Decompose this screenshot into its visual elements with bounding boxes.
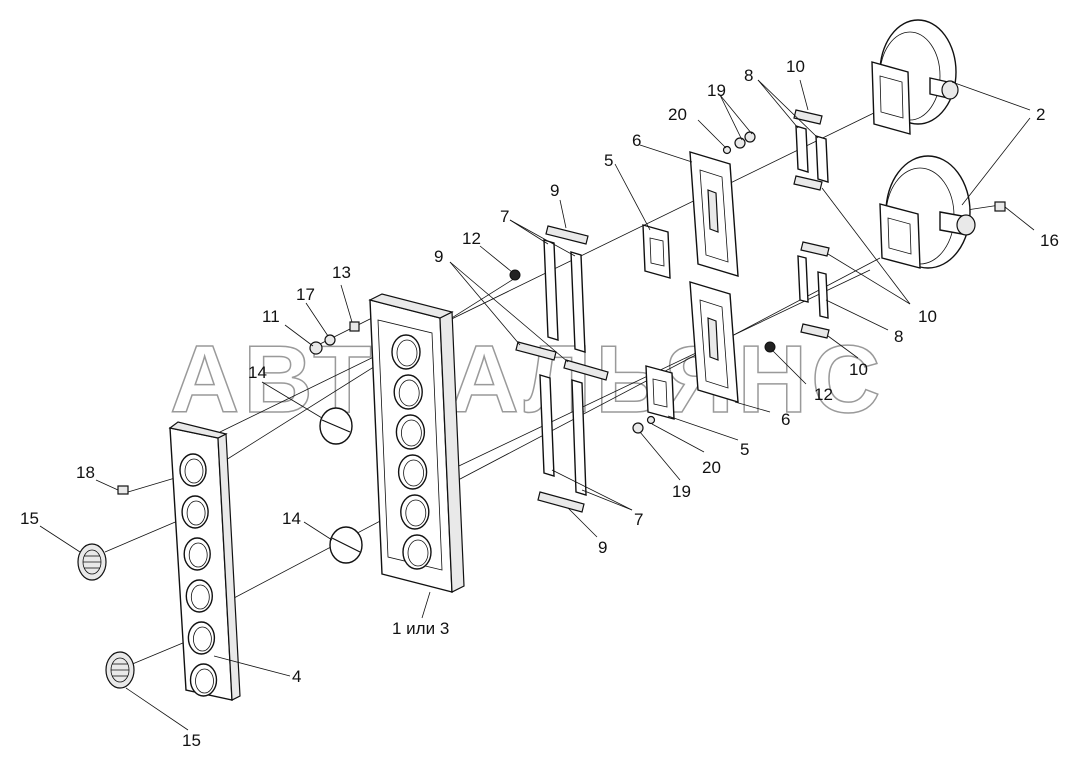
plate-opening-inner-3 xyxy=(400,419,422,447)
part-9-bar-lower xyxy=(537,491,585,513)
part-2-housing-lower xyxy=(879,155,976,269)
callout-10-lower: 10 xyxy=(849,360,868,379)
part-14-gasket-lower xyxy=(329,526,363,564)
part-18-screw xyxy=(117,485,129,495)
plate-opening-inner-2 xyxy=(398,379,420,407)
part-10-bars-lower xyxy=(800,241,830,339)
panel-4-opening-inner-6 xyxy=(195,668,214,694)
callout-5-lower: 5 xyxy=(740,440,749,459)
callout-9-upper: 9 xyxy=(550,181,559,200)
callout-14-lower: 14 xyxy=(282,509,301,528)
part-15-grille-upper xyxy=(77,543,107,581)
callout-9-middle: 9 xyxy=(434,247,443,266)
callout-6-lower: 6 xyxy=(781,410,790,429)
part-9-bar-upper xyxy=(545,225,589,245)
callout-2: 2 xyxy=(1036,105,1045,124)
part-2-housing-upper xyxy=(871,19,959,135)
callout-8-lower: 8 xyxy=(894,327,903,346)
part-16-screw xyxy=(994,201,1006,212)
part-19-nut-upper xyxy=(734,131,756,149)
callout-14-upper: 14 xyxy=(248,363,267,382)
part-8-strips-lower xyxy=(797,255,829,319)
part-5-bracket-lower xyxy=(645,365,675,420)
watermark-text: АВТОАЛЬЯНС xyxy=(170,326,884,433)
callout-9-lower: 9 xyxy=(598,538,607,557)
callout-15-upper: 15 xyxy=(20,509,39,528)
panel-4-opening-inner-3 xyxy=(188,542,208,568)
part-19-nut-lower xyxy=(632,422,644,434)
callout-12-upper: 12 xyxy=(462,229,481,248)
callout-17: 17 xyxy=(296,285,315,304)
callout-18: 18 xyxy=(76,463,95,482)
part-1-or-3-mounting-plate xyxy=(368,293,465,593)
part-12-nut-lower xyxy=(764,341,776,353)
callout-10-middle: 10 xyxy=(918,307,937,326)
part-7-strips-upper xyxy=(543,239,586,353)
plate-opening-inner-1 xyxy=(396,339,418,367)
part-9-bars-middle xyxy=(515,341,609,381)
callout-7-lower: 7 xyxy=(634,510,643,529)
callout-20-upper: 20 xyxy=(668,105,687,124)
callout-4: 4 xyxy=(292,667,301,686)
part-14-gasket-upper xyxy=(319,407,353,445)
callout-8-upper: 8 xyxy=(744,66,753,85)
part-15-grille-lower xyxy=(105,651,135,689)
callout-13: 13 xyxy=(332,263,351,282)
panel-4-opening-inner-2 xyxy=(186,500,206,526)
part-6-frame-upper xyxy=(689,151,739,277)
part-12-nut-upper xyxy=(509,269,521,281)
panel-4-opening-inner-5 xyxy=(192,626,212,652)
part-7-strips-lower xyxy=(539,374,587,496)
leader-lines xyxy=(39,79,1035,731)
plate-opening-inner-5 xyxy=(405,499,427,527)
callout-16: 16 xyxy=(1040,231,1059,250)
plate-opening-inner-6 xyxy=(407,539,429,567)
callout-5-upper: 5 xyxy=(604,151,613,170)
callout-12-lower: 12 xyxy=(814,385,833,404)
callout-6-upper: 6 xyxy=(632,131,641,150)
callout-19-upper: 19 xyxy=(707,81,726,100)
part-20-washer-lower xyxy=(646,415,656,425)
callout-11: 11 xyxy=(262,307,280,326)
part-6-frame-lower xyxy=(689,281,739,403)
callout-1-or-3: 1 или 3 xyxy=(392,619,449,638)
callout-20-lower: 20 xyxy=(702,458,721,477)
callout-19-lower: 19 xyxy=(672,482,691,501)
part-5-bracket-upper xyxy=(642,224,671,279)
part-4-front-panel xyxy=(168,421,241,701)
part-11-bolt xyxy=(309,341,323,355)
plate-opening-inner-4 xyxy=(403,459,425,487)
callout-15-lower: 15 xyxy=(182,731,201,750)
callout-10-upper: 10 xyxy=(786,57,805,76)
callout-7-upper: 7 xyxy=(500,207,509,226)
part-13-nut xyxy=(349,321,360,332)
part-20-washer-upper xyxy=(722,145,732,155)
panel-4-opening-inner-4 xyxy=(190,584,210,610)
part-17-washer xyxy=(324,334,336,346)
callout-labels: 1 или 3 2 4 5 5 6 6 7 7 8 8 9 9 9 10 10 … xyxy=(20,57,1059,750)
part-8-strips-upper xyxy=(795,125,829,183)
panel-4-opening-inner-1 xyxy=(184,458,204,484)
